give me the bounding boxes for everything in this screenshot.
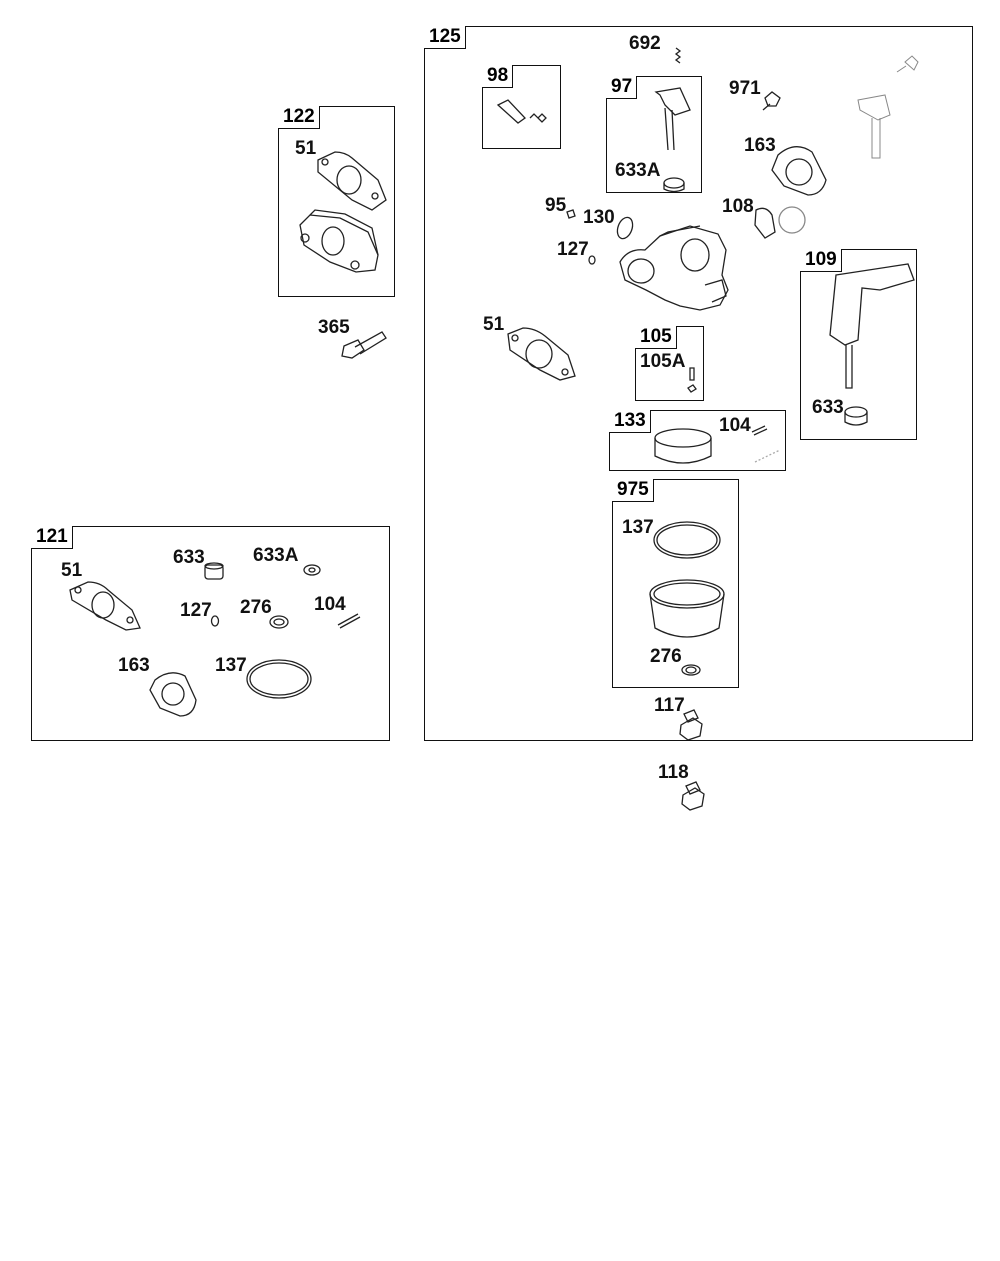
kit-125-box: 125 [424, 26, 973, 741]
kit-121-id: 121 [31, 526, 73, 549]
kit-975-box: 975 [612, 479, 739, 688]
part-label-51: 51 [295, 138, 317, 159]
part-label-104: 104 [314, 594, 346, 615]
kit-105-id: 105 [635, 326, 677, 349]
kit-109-id: 109 [800, 249, 842, 272]
kit-133-id: 133 [609, 410, 651, 433]
part-label-633: 633 [812, 397, 844, 418]
part-label-127: 127 [557, 239, 589, 260]
kit-98-id: 98 [482, 65, 514, 88]
part-label-130: 130 [583, 207, 615, 228]
kit-975-id: 975 [612, 479, 654, 502]
part-label-117: 117 [654, 695, 685, 716]
part-label-633a: 633A [253, 545, 299, 566]
part-label-51: 51 [483, 314, 505, 335]
part-label-276: 276 [650, 646, 682, 667]
part-label-127: 127 [180, 600, 212, 621]
part-label-118: 118 [658, 762, 689, 783]
kit-122-id: 122 [278, 106, 320, 129]
part-label-105a: 105A [640, 351, 686, 372]
part-label-163: 163 [744, 135, 776, 156]
kit-97-box: 97 [606, 76, 702, 193]
part-label-365: 365 [318, 317, 350, 338]
part-label-276: 276 [240, 597, 272, 618]
part-label-163: 163 [118, 655, 150, 676]
part-label-971: 971 [729, 78, 761, 99]
part-label-137: 137 [622, 517, 654, 538]
part-label-95: 95 [545, 195, 567, 216]
kit-109-box: 109 [800, 249, 917, 440]
kit-98-box: 98 [482, 65, 561, 149]
part-label-104: 104 [719, 415, 751, 436]
part-label-51: 51 [61, 560, 83, 581]
kit-97-id: 97 [606, 76, 638, 99]
kit-122-box: 122 [278, 106, 395, 297]
part-label-692: 692 [629, 33, 661, 54]
kit-121-box: 121 [31, 526, 390, 741]
kit-105-box: 105 [635, 326, 704, 401]
part-label-633a: 633A [615, 160, 661, 181]
part-label-137: 137 [215, 655, 247, 676]
kit-133-box: 133 [609, 410, 786, 471]
kit-125-id: 125 [424, 26, 466, 49]
part-label-633: 633 [173, 547, 205, 568]
part-label-108: 108 [722, 196, 754, 217]
